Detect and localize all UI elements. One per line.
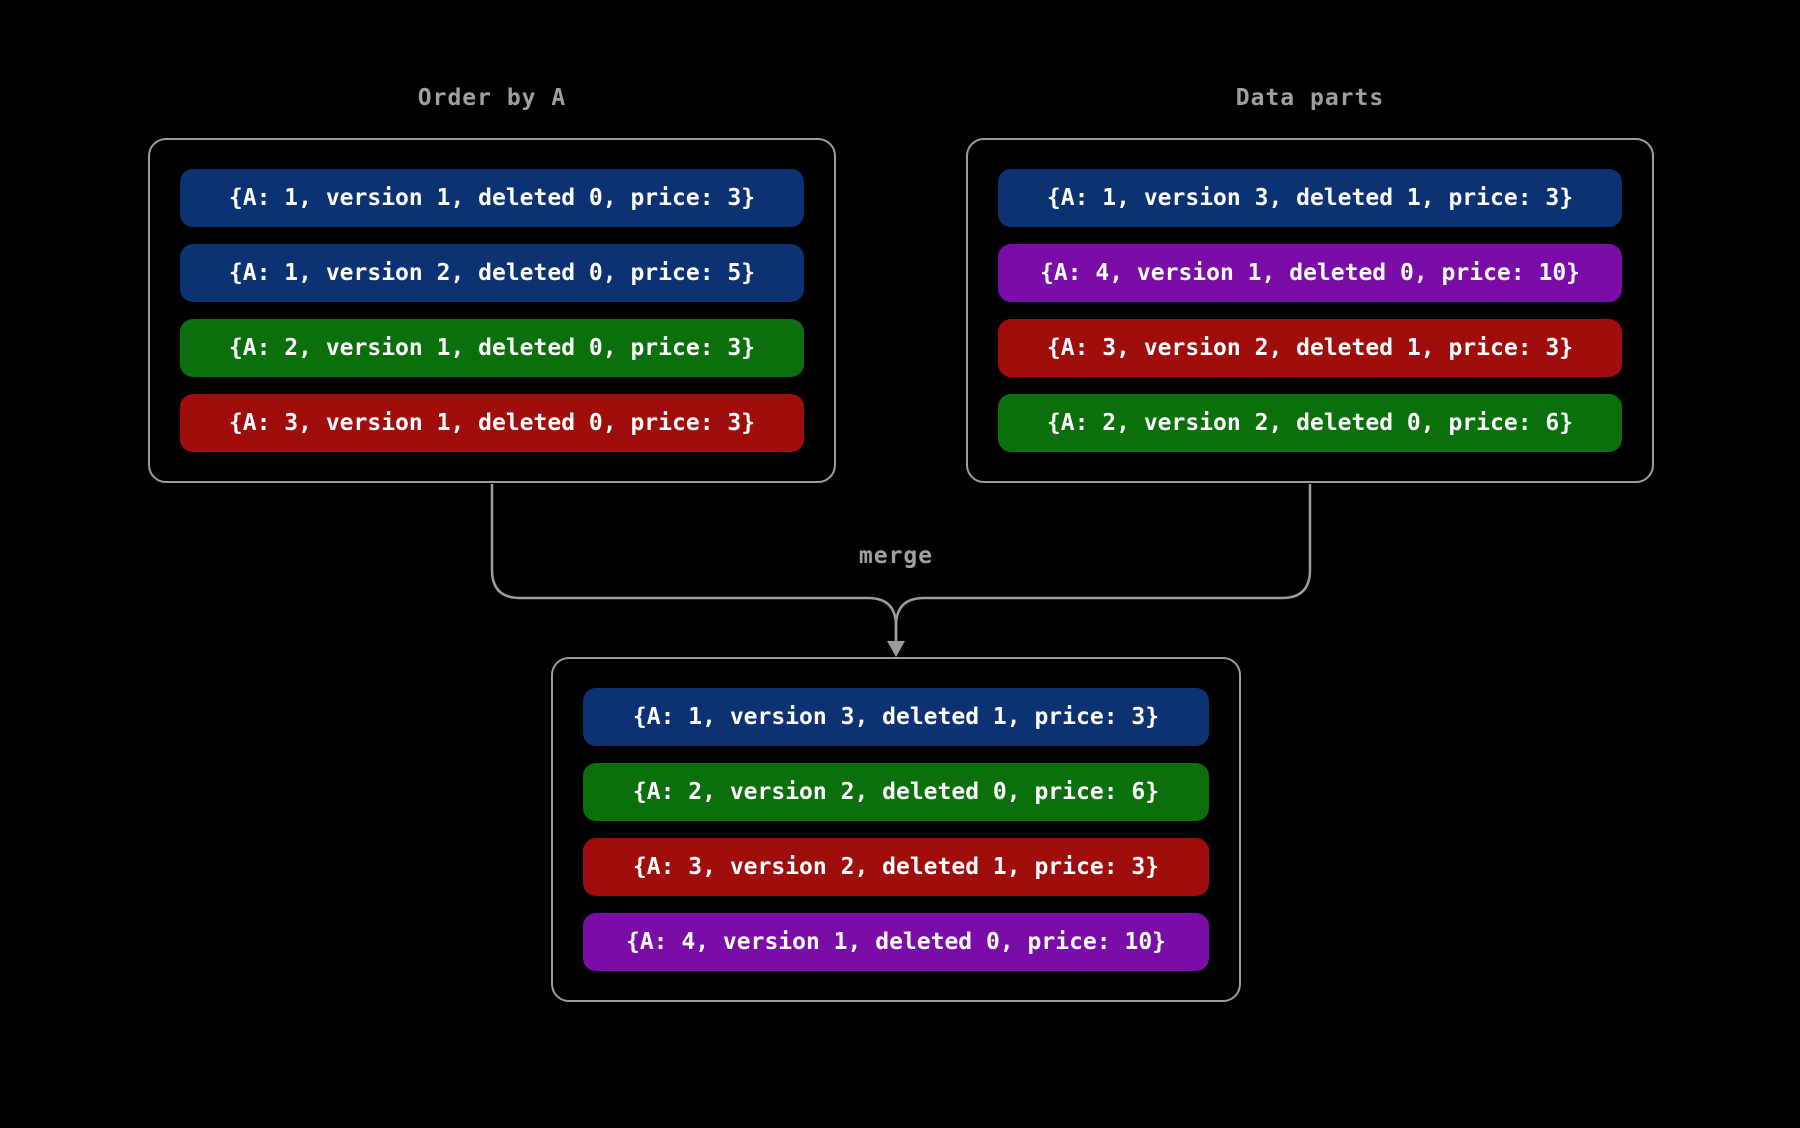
merged-result-panel: {A: 1, version 3, deleted 1, price: 3} {…	[551, 657, 1241, 1002]
data-row: {A: 1, version 3, deleted 1, price: 3}	[998, 169, 1622, 227]
data-row: {A: 1, version 3, deleted 1, price: 3}	[583, 688, 1209, 746]
row-text: {A: 3, version 1, deleted 0, price: 3}	[228, 410, 756, 436]
data-row: {A: 1, version 2, deleted 0, price: 5}	[180, 244, 804, 302]
row-text: {A: 2, version 2, deleted 0, price: 6}	[1046, 410, 1574, 436]
row-text: {A: 4, version 1, deleted 0, price: 10}	[625, 929, 1167, 955]
row-text: {A: 1, version 3, deleted 1, price: 3}	[632, 704, 1160, 730]
data-row: {A: 2, version 2, deleted 0, price: 6}	[583, 763, 1209, 821]
data-row: {A: 2, version 2, deleted 0, price: 6}	[998, 394, 1622, 452]
left-panel-title: Order by A	[417, 85, 567, 111]
row-text: {A: 1, version 2, deleted 0, price: 5}	[228, 260, 756, 286]
row-text: {A: 3, version 2, deleted 1, price: 3}	[1046, 335, 1574, 361]
row-text: {A: 1, version 3, deleted 1, price: 3}	[1046, 185, 1574, 211]
merge-label: merge	[858, 543, 934, 569]
data-row: {A: 4, version 1, deleted 0, price: 10}	[998, 244, 1622, 302]
data-row: {A: 1, version 1, deleted 0, price: 3}	[180, 169, 804, 227]
data-parts-panel: {A: 1, version 3, deleted 1, price: 3} {…	[966, 138, 1654, 483]
row-text: {A: 3, version 2, deleted 1, price: 3}	[632, 854, 1160, 880]
data-row: {A: 3, version 1, deleted 0, price: 3}	[180, 394, 804, 452]
row-text: {A: 4, version 1, deleted 0, price: 10}	[1039, 260, 1581, 286]
right-panel-title: Data parts	[1235, 85, 1385, 111]
data-row: {A: 3, version 2, deleted 1, price: 3}	[583, 838, 1209, 896]
data-row: {A: 4, version 1, deleted 0, price: 10}	[583, 913, 1209, 971]
data-row: {A: 2, version 1, deleted 0, price: 3}	[180, 319, 804, 377]
row-text: {A: 1, version 1, deleted 0, price: 3}	[228, 185, 756, 211]
order-by-a-panel: {A: 1, version 1, deleted 0, price: 3} {…	[148, 138, 836, 483]
row-text: {A: 2, version 1, deleted 0, price: 3}	[228, 335, 756, 361]
arrow-down-icon	[887, 641, 905, 657]
data-row: {A: 3, version 2, deleted 1, price: 3}	[998, 319, 1622, 377]
row-text: {A: 2, version 2, deleted 0, price: 6}	[632, 779, 1160, 805]
